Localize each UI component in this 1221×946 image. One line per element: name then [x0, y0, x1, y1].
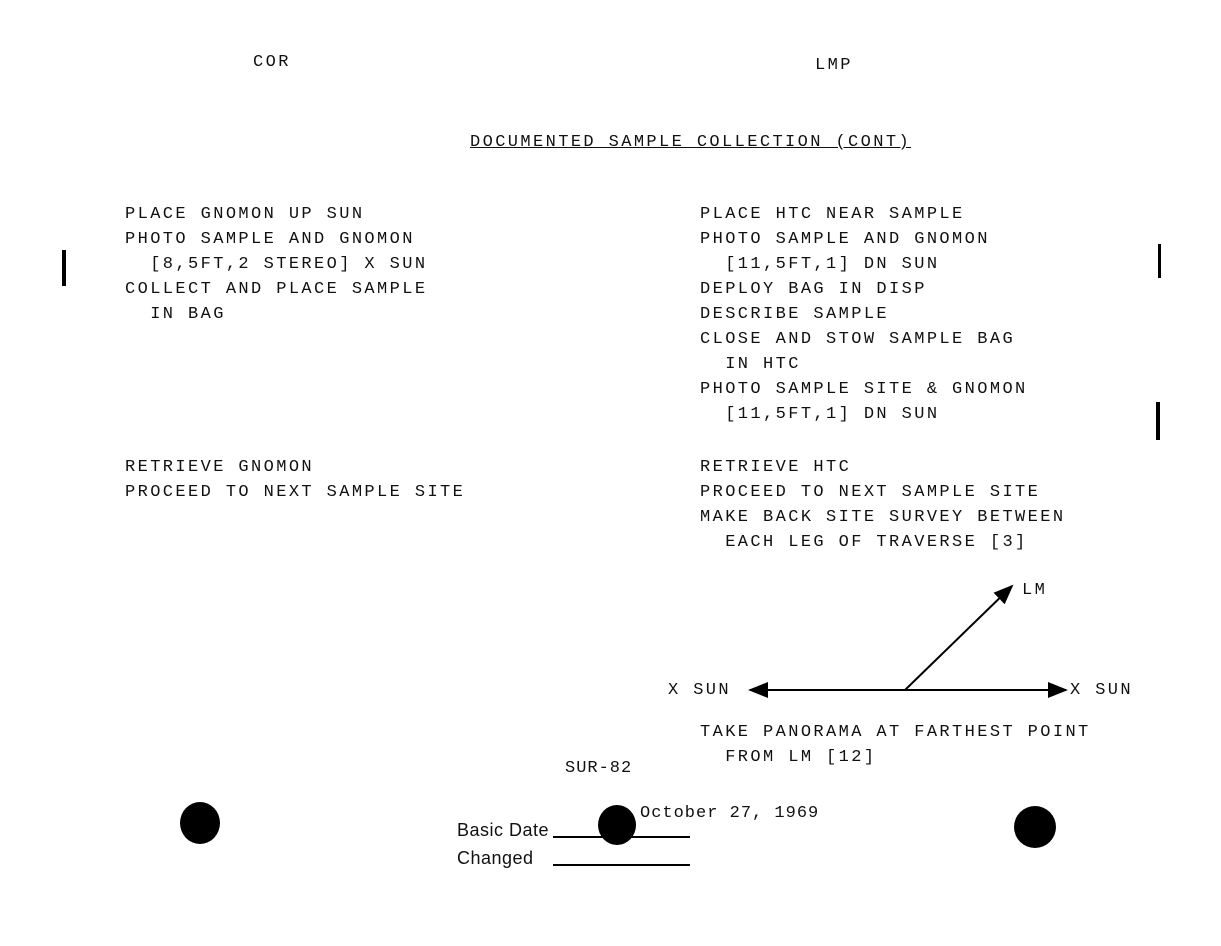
step-line: PROCEED TO NEXT SAMPLE SITE — [125, 483, 466, 502]
step-line: EACH LEG OF TRAVERSE [3] — [700, 533, 1028, 552]
lmp-steps-block-2: RETRIEVE HTC PROCEED TO NEXT SAMPLE SITE M… — [700, 455, 1065, 555]
lm-label: LM — [1022, 581, 1048, 600]
step-line: RETRIEVE HTC — [700, 458, 852, 477]
lmp-steps-block-1: PLACE HTC NEAR SAMPLE PHOTO SAMPLE AND GN… — [700, 202, 1028, 427]
step-line: RETRIEVE GNOMON — [125, 458, 315, 477]
step-line: [11,5FT,1] DN SUN — [700, 255, 940, 274]
changed-label: Changed — [457, 848, 534, 868]
change-bar-left — [62, 250, 66, 286]
step-line: COLLECT AND PLACE SAMPLE — [125, 280, 428, 299]
section-title: DOCUMENTED SAMPLE COLLECTION (CONT) — [470, 133, 912, 152]
step-line: PLACE HTC NEAR SAMPLE — [700, 205, 965, 224]
step-line: PHOTO SAMPLE SITE & GNOMON — [700, 380, 1028, 399]
cdr-steps-block-2: RETRIEVE GNOMON PROCEED TO NEXT SAMPLE SI… — [125, 455, 465, 505]
binder-hole-center — [598, 805, 636, 845]
lm-arrow — [904, 584, 1014, 691]
step-line: PHOTO SAMPLE AND GNOMON — [125, 230, 415, 249]
cdr-column-header: COR — [253, 53, 291, 72]
step-line: PROCEED TO NEXT SAMPLE SITE — [700, 483, 1041, 502]
page-id: SUR-82 — [565, 759, 633, 778]
changed-rule — [553, 864, 690, 866]
right-sun-label: X SUN — [1070, 681, 1134, 700]
lmp-column-header: LMP — [815, 56, 853, 75]
left-sun-label: X SUN — [668, 681, 732, 700]
lmp-steps-block-3: TAKE PANORAMA AT FARTHEST POINT FROM LM … — [700, 720, 1091, 770]
step-line: DEPLOY BAG IN DISP — [700, 280, 927, 299]
binder-hole-right — [1014, 806, 1056, 848]
change-bar-right-2 — [1156, 402, 1160, 440]
binder-hole-left — [180, 802, 220, 844]
basic-date-value: October 27, 1969 — [640, 804, 820, 823]
step-line: FROM LM [12] — [700, 748, 877, 767]
step-line: MAKE BACK SITE SURVEY BETWEEN — [700, 508, 1066, 527]
step-line: [11,5FT,1] DN SUN — [700, 405, 940, 424]
basic-date-label: Basic Date — [457, 820, 550, 840]
step-line: TAKE PANORAMA AT FARTHEST POINT — [700, 723, 1091, 742]
step-line: IN HTC — [700, 355, 801, 374]
step-line: PLACE GNOMON UP SUN — [125, 205, 365, 224]
change-bar-right-1 — [1158, 244, 1161, 278]
step-line: IN BAG — [125, 305, 226, 324]
step-line: CLOSE AND STOW SAMPLE BAG — [700, 330, 1016, 349]
cdr-steps-block-1: PLACE GNOMON UP SUN PHOTO SAMPLE AND GNOM… — [125, 202, 427, 327]
step-line: DESCRIBE SAMPLE — [700, 305, 890, 324]
step-line: [8,5FT,2 STEREO] X SUN — [125, 255, 428, 274]
step-line: PHOTO SAMPLE AND GNOMON — [700, 230, 990, 249]
